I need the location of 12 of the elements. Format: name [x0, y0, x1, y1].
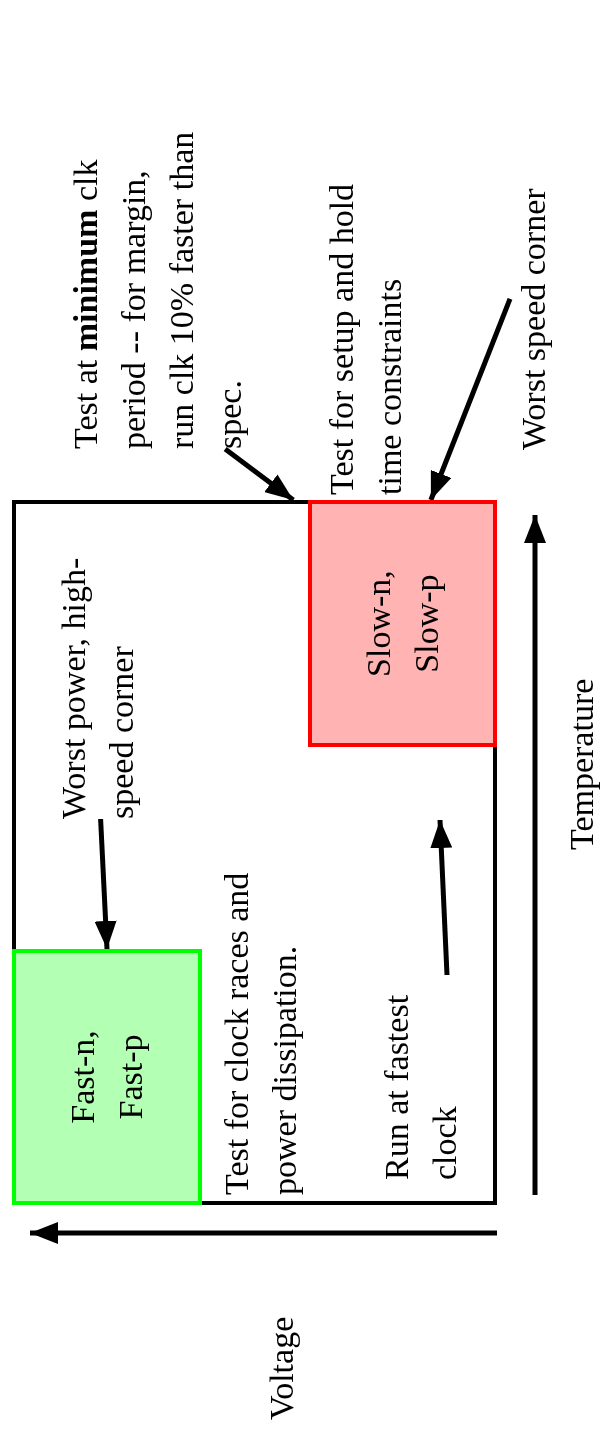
arrow [94, 818, 117, 950]
corner-label: Slow-n, Slow-p [358, 569, 446, 679]
corner-box [12, 949, 202, 1205]
corner-label: Fast-n, Fast-p [63, 1029, 150, 1126]
arrow [223, 447, 295, 502]
arrow [428, 297, 513, 501]
annotation-text: Run at fastest clock [377, 993, 464, 1180]
axis-label: Temperature [562, 677, 601, 850]
annotation-text: Worst speed corner [510, 30, 562, 450]
annotation-text: Test for clock races and power dissipation. [217, 871, 304, 1195]
annotation-text: Worst power, high-speed corner [50, 547, 142, 819]
axis-label: Voltage [262, 1315, 301, 1420]
